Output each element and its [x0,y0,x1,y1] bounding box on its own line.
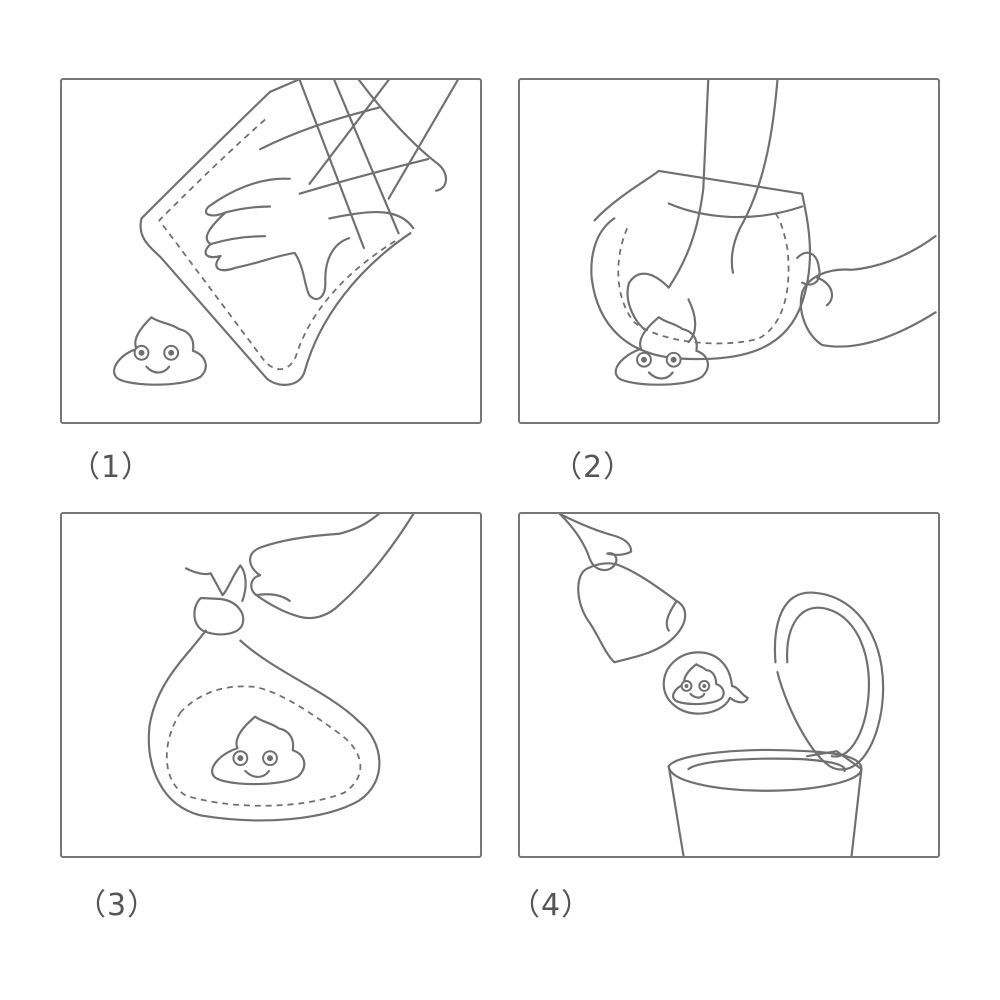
bag-over-hand-illustration [113,80,459,386]
poop-icon [113,316,207,386]
step-1-panel [60,78,482,424]
grab-poop-illustration [590,80,937,386]
step-1-label: （1） [70,450,153,485]
step-2-panel [518,78,940,424]
tied-bag-illustration [147,514,415,822]
poop-icon [662,651,749,715]
step-3-panel [60,512,482,858]
step-4-panel [518,512,940,858]
step-4-label: （4） [510,888,593,923]
trash-bin-icon [667,591,885,856]
dispose-bag-illustration [558,514,885,856]
poop-icon [211,715,306,786]
poop-icon [614,316,709,386]
step-3-label: （3） [76,888,159,923]
step-2-label: （2） [552,450,635,485]
